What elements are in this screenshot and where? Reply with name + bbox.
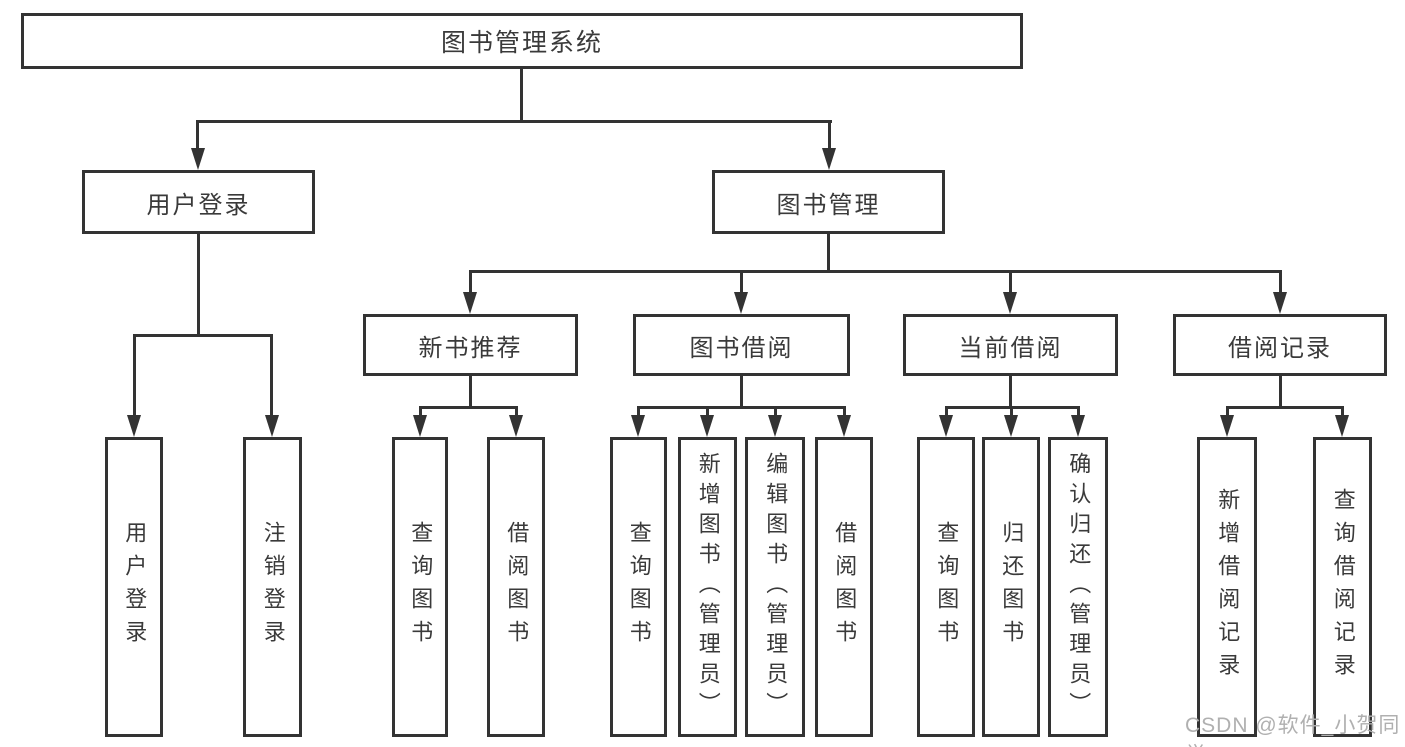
arrow-down-icon — [191, 148, 205, 170]
leaf-label: 查询图书 — [626, 521, 652, 653]
arrow-down-icon — [700, 415, 714, 437]
leaf-label: 新增借阅记录 — [1215, 488, 1241, 686]
connector-line — [196, 120, 832, 123]
leaf-edit-book-admin: 编辑图书（管理员） — [745, 437, 805, 737]
connector-line — [1009, 376, 1012, 408]
connector-line — [637, 406, 846, 409]
connector-line — [1010, 406, 1013, 418]
leaf-label: 新增图书（管理员） — [695, 452, 721, 722]
connector-line — [843, 406, 846, 418]
arrow-down-icon — [768, 415, 782, 437]
leaf-label: 借阅图书 — [504, 521, 530, 653]
connector-line — [827, 234, 830, 272]
connector-line — [637, 406, 640, 418]
arrow-down-icon — [1003, 292, 1017, 314]
leaf-label: 确认归还（管理员） — [1066, 452, 1092, 722]
connector-line — [419, 406, 518, 409]
node-borrow-records: 借阅记录 — [1173, 314, 1387, 376]
arrow-down-icon — [463, 292, 477, 314]
leaf-label: 查询借阅记录 — [1330, 488, 1356, 686]
node-book-borrowing: 图书借阅 — [633, 314, 850, 376]
leaf-user-login: 用户登录 — [105, 437, 163, 737]
leaf-label: 借阅图书 — [832, 521, 858, 653]
leaf-query-books-3: 查询图书 — [917, 437, 975, 737]
arrow-down-icon — [734, 292, 748, 314]
leaf-query-books-1: 查询图书 — [392, 437, 448, 737]
arrow-down-icon — [265, 415, 279, 437]
leaf-label: 归还图书 — [999, 521, 1025, 653]
arrow-down-icon — [631, 415, 645, 437]
connector-line — [1077, 406, 1080, 418]
arrow-down-icon — [509, 415, 523, 437]
arrow-down-icon — [1220, 415, 1234, 437]
connector-line — [133, 334, 136, 417]
connector-line — [945, 406, 948, 418]
connector-line — [270, 334, 273, 417]
connector-line — [469, 376, 472, 408]
arrow-down-icon — [1273, 292, 1287, 314]
connector-line — [197, 234, 200, 336]
leaf-confirm-return-admin: 确认归还（管理员） — [1048, 437, 1108, 737]
node-root: 图书管理系统 — [21, 13, 1023, 69]
connector-line — [469, 270, 472, 294]
connector-line — [740, 270, 743, 294]
arrow-down-icon — [822, 148, 836, 170]
arrow-down-icon — [127, 415, 141, 437]
arrow-down-icon — [1335, 415, 1349, 437]
leaf-query-borrow-record: 查询借阅记录 — [1313, 437, 1372, 737]
connector-line — [1009, 270, 1012, 294]
leaf-label: 注销登录 — [260, 521, 286, 653]
leaf-borrow-books-2: 借阅图书 — [815, 437, 873, 737]
node-user-login: 用户登录 — [82, 170, 315, 234]
leaf-label: 查询图书 — [934, 521, 960, 653]
connector-line — [515, 406, 518, 418]
connector-line — [1226, 406, 1229, 418]
arrow-down-icon — [837, 415, 851, 437]
connector-line — [706, 406, 709, 418]
connector-line — [1226, 406, 1344, 409]
leaf-return-book: 归还图书 — [982, 437, 1040, 737]
connector-line — [469, 270, 1282, 273]
leaf-add-book-admin: 新增图书（管理员） — [678, 437, 737, 737]
leaf-label: 编辑图书（管理员） — [763, 452, 789, 722]
arrow-down-icon — [1004, 415, 1018, 437]
leaf-borrow-books-1: 借阅图书 — [487, 437, 545, 737]
connector-line — [740, 376, 743, 408]
leaf-label: 用户登录 — [122, 521, 148, 653]
leaf-label: 查询图书 — [408, 521, 434, 653]
connector-line — [520, 66, 523, 122]
node-book-management: 图书管理 — [712, 170, 945, 234]
node-current-borrowing: 当前借阅 — [903, 314, 1118, 376]
arrow-down-icon — [1071, 415, 1085, 437]
connector-line — [419, 406, 422, 418]
leaf-add-borrow-record: 新增借阅记录 — [1197, 437, 1257, 737]
arrow-down-icon — [939, 415, 953, 437]
connector-line — [774, 406, 777, 418]
leaf-query-books-2: 查询图书 — [610, 437, 667, 737]
arrow-down-icon — [413, 415, 427, 437]
connector-line — [1341, 406, 1344, 418]
leaf-logout: 注销登录 — [243, 437, 302, 737]
connector-line — [196, 120, 199, 150]
node-new-book-recommend: 新书推荐 — [363, 314, 578, 376]
connector-line — [1279, 376, 1282, 408]
watermark: CSDN @软件_小贺同学 — [1185, 714, 1401, 747]
connector-line — [1279, 270, 1282, 294]
connector-line — [133, 334, 273, 337]
connector-line — [828, 120, 831, 150]
